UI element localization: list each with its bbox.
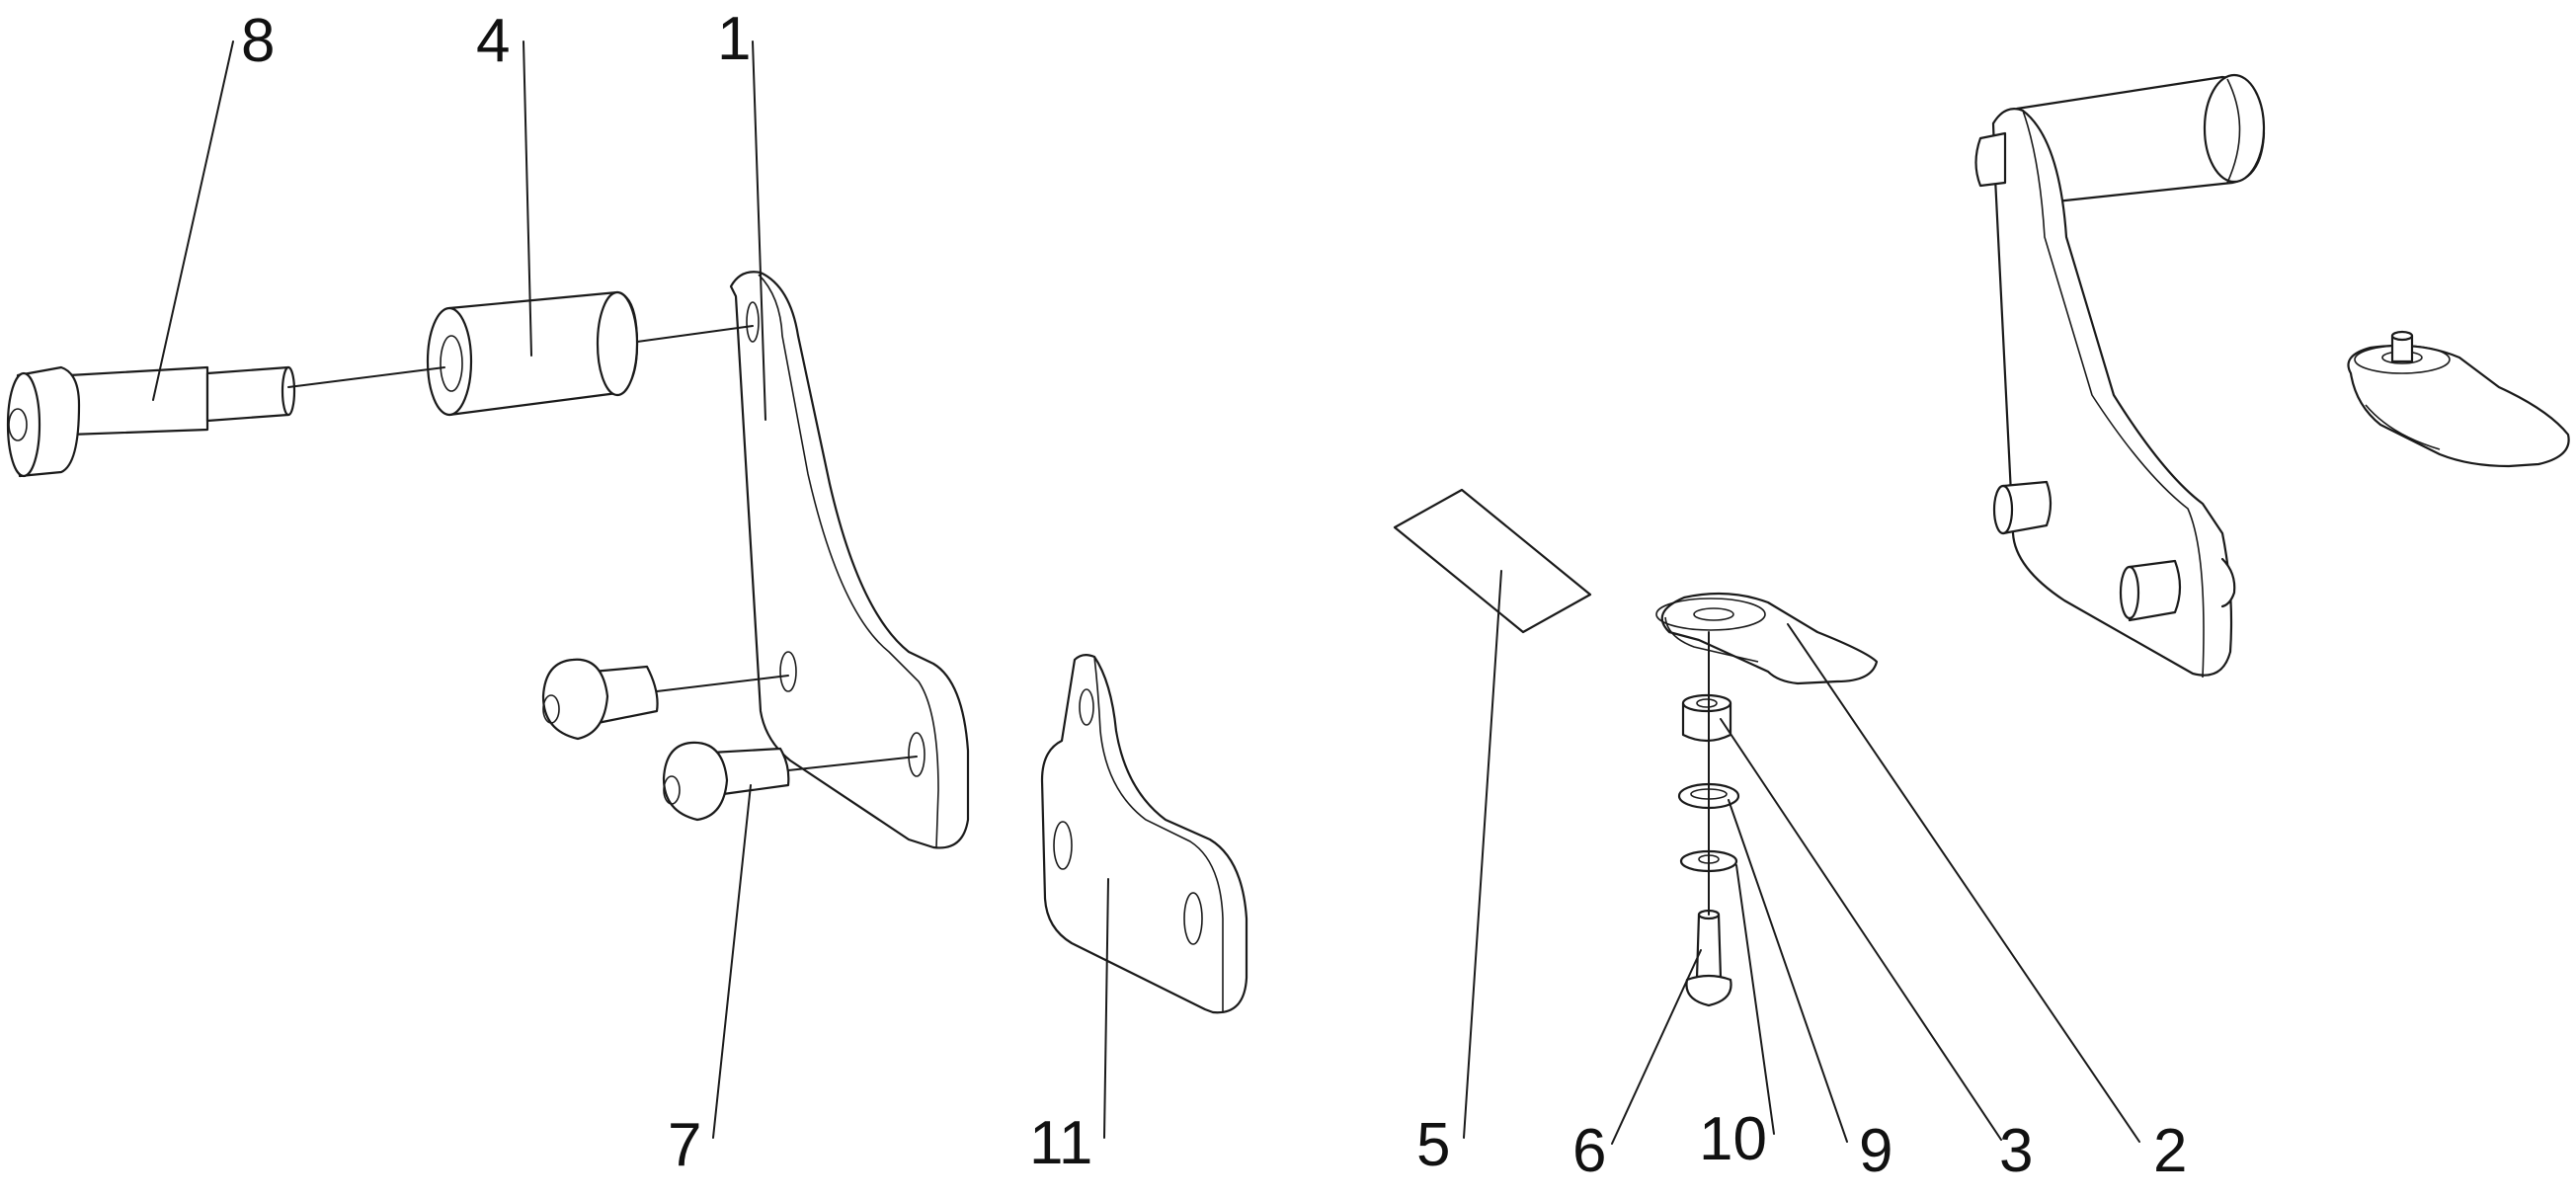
callout-6: 6 [1572,1117,1606,1185]
callout-10: 10 [1699,1105,1767,1173]
part-3-small-spacer [1681,693,1732,743]
part-8-cap-screw [6,365,296,478]
part-6-screw [1685,909,1732,1007]
left-axis-lines [287,325,918,771]
callout-labels: 8 4 1 7 11 5 6 10 9 3 2 [241,5,2187,1185]
callout-8: 8 [241,7,275,75]
assembled-arm [1974,73,2266,679]
part-1-bracket [729,271,970,849]
callout-2: 2 [2153,1117,2187,1185]
callout-7: 7 [668,1111,701,1179]
callout-4: 4 [476,7,510,75]
callout-9: 9 [1859,1117,1892,1185]
part-7-button-screws [541,658,790,822]
assembled-lever [2347,330,2570,468]
part-2-lever [1655,592,1879,685]
callout-5: 5 [1416,1111,1450,1179]
part-5-adhesive-pad [1393,488,1592,634]
callout-3: 3 [1999,1117,2033,1185]
part-4-spacer-tube [426,290,639,417]
callout-1: 1 [717,5,751,73]
callout-11: 11 [1029,1109,1092,1177]
leader-lines [152,40,2140,1145]
part-11-plate [1040,653,1248,1014]
